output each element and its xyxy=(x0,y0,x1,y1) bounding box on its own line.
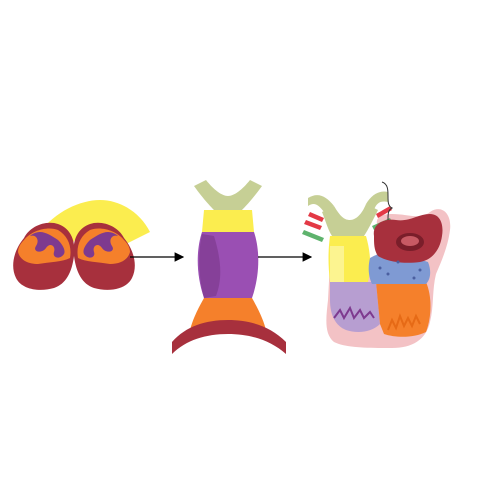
stage-3-ventricle-trabeculae xyxy=(333,305,375,321)
stage-2-purple-shade xyxy=(199,234,221,298)
stage-2-outflow-v xyxy=(194,180,262,212)
stage-2-yellow-segment xyxy=(202,210,254,232)
stage-1-right-lobe-mottle xyxy=(83,232,118,258)
stage-1-left-lobe-mottle xyxy=(30,232,65,258)
stage-3-atrium-pectinate xyxy=(387,313,421,331)
stage-3-looped-heart xyxy=(302,181,451,348)
stage-3-ventricle xyxy=(330,282,380,332)
stage-3-atrium xyxy=(376,282,431,337)
stage-2-inflow-v xyxy=(172,320,286,354)
stage-3-yellow-light xyxy=(330,246,344,282)
stage-2-tubular-heart xyxy=(172,180,286,354)
stage-3-outflow-trunk xyxy=(322,204,378,236)
stage-1-arc-primordium xyxy=(13,200,150,290)
stage-3-dots xyxy=(378,260,422,280)
